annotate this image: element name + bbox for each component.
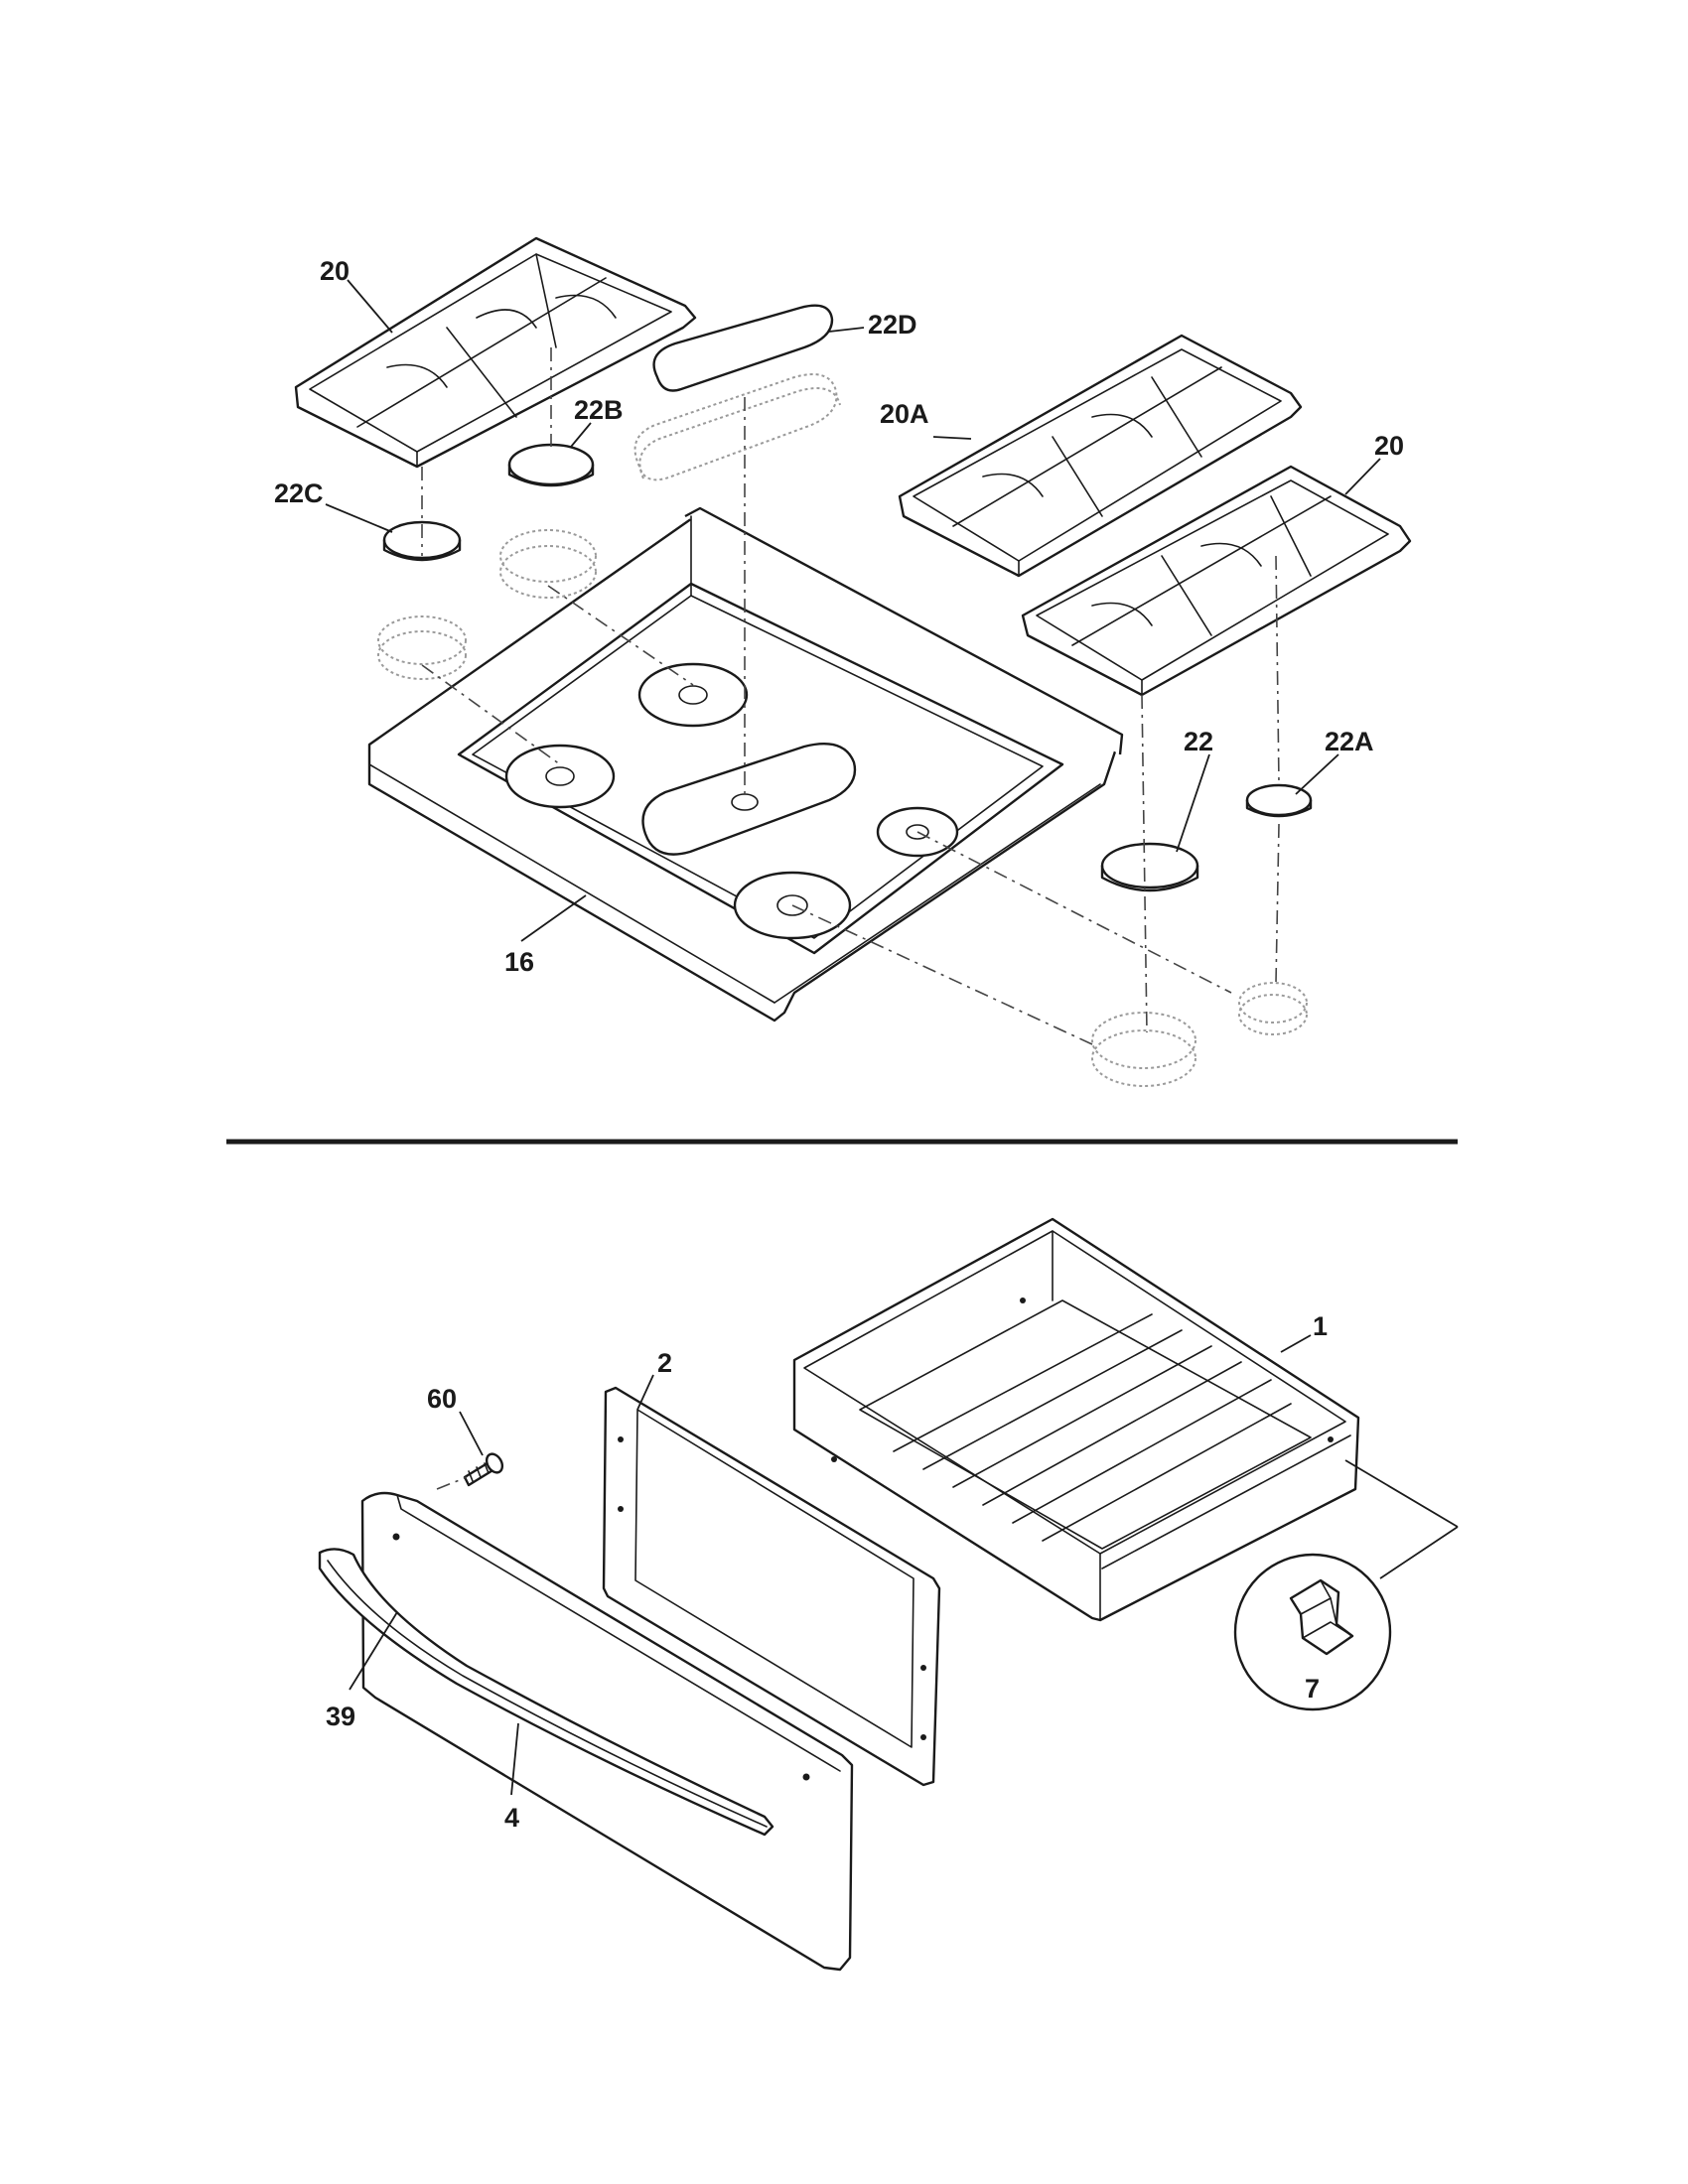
drawer-body — [792, 1217, 1360, 1622]
callout-4: 4 — [504, 1803, 519, 1833]
callout-22d: 22D — [868, 310, 917, 340]
callout-22a: 22A — [1325, 727, 1374, 756]
burner-cap-22 — [1091, 842, 1199, 1087]
callout-20-right: 20 — [1374, 431, 1404, 461]
drawer-inner-panel — [602, 1386, 941, 1787]
burner-grate-left — [294, 236, 697, 469]
callout-22b: 22B — [574, 395, 624, 425]
callout-39: 39 — [326, 1702, 355, 1731]
leader-lines-bottom — [349, 1334, 1312, 1796]
callout-22c: 22C — [274, 478, 324, 508]
drawer-clip-detail — [1233, 1459, 1459, 1711]
drawer-front-panel — [360, 1491, 854, 1972]
callout-2: 2 — [657, 1348, 672, 1378]
callout-20-left: 20 — [320, 256, 350, 286]
burner-grate-right — [1021, 465, 1412, 697]
drawer-handle — [318, 1548, 774, 1837]
callout-labels: 20 22D 22B 20A 20 22C 22 22A 16 1 2 60 7… — [274, 256, 1404, 1833]
cooktop-main-top — [367, 506, 1124, 1023]
center-griddle-cover — [633, 304, 841, 481]
burner-cap-22c — [377, 520, 467, 680]
callout-7: 7 — [1305, 1674, 1320, 1704]
burner-cap-22b — [499, 443, 597, 599]
callout-20a: 20A — [880, 399, 929, 429]
assembly-center-lines — [421, 347, 1280, 1045]
callout-16: 16 — [504, 947, 534, 977]
drawer-screw — [463, 1452, 504, 1487]
callout-1: 1 — [1313, 1311, 1328, 1341]
callout-60: 60 — [427, 1384, 457, 1414]
burner-cap-22a — [1238, 783, 1313, 1035]
leader-lines-top — [325, 279, 1381, 942]
callout-22: 22 — [1184, 727, 1213, 756]
burner-grate-20a — [898, 334, 1303, 578]
